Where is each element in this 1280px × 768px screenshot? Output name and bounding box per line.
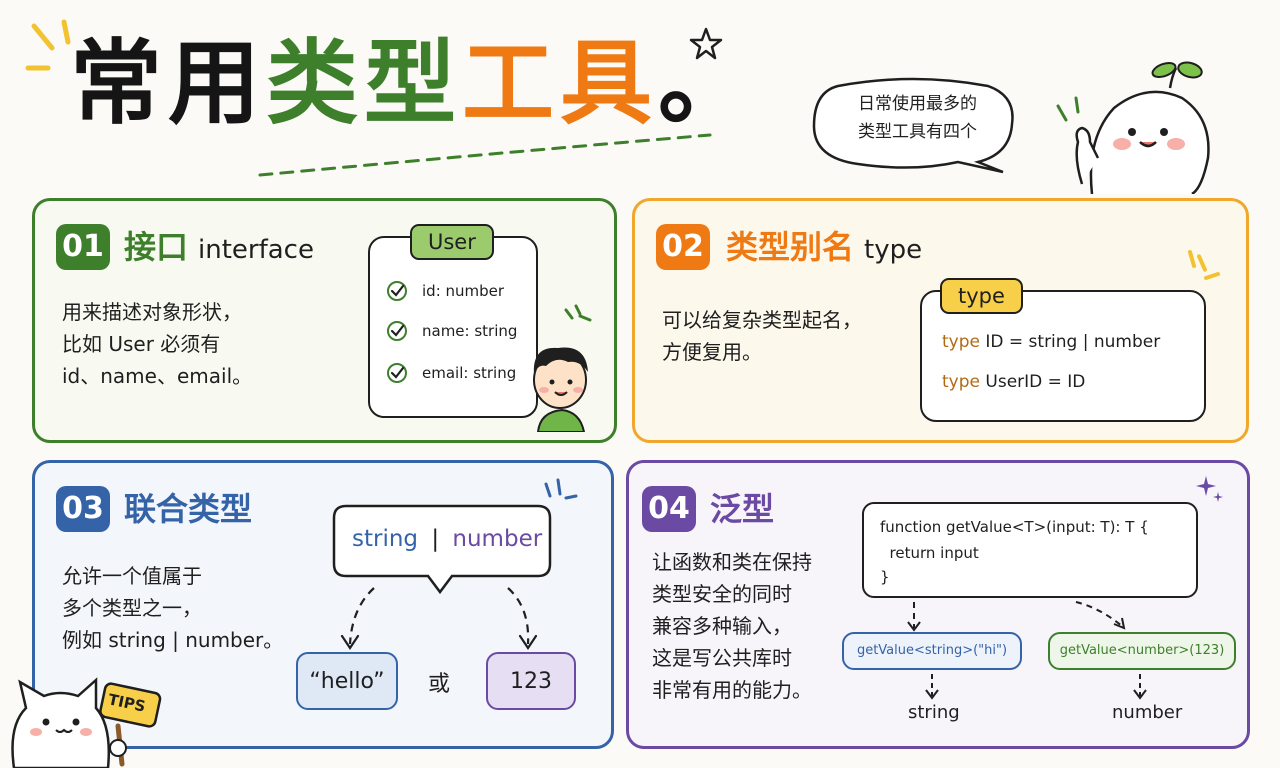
card-title-en: type (864, 235, 923, 265)
generic-arrows-bottom (925, 674, 1147, 700)
union-separator: | (431, 526, 440, 552)
card-title-en: interface (198, 235, 314, 265)
sparkle-lines-icon (1188, 250, 1220, 280)
union-left: string (352, 526, 419, 552)
check-icon (387, 321, 407, 341)
desc-line: 比如 User 必须有 (62, 332, 221, 356)
star-icon (689, 27, 723, 60)
union-text: string | number (352, 526, 542, 552)
code-rest: ID = string | number (979, 332, 1161, 352)
union-bubble (332, 504, 552, 595)
user-shape-box (368, 236, 538, 418)
result-number: number (1112, 702, 1183, 723)
card-number-badge: 03 (56, 486, 110, 532)
generic-code-box (862, 502, 1198, 598)
code-line: type ID = string | number (942, 332, 1160, 352)
or-text: 或 (428, 672, 451, 697)
code-keyword: type (942, 372, 980, 392)
union-arrows (340, 587, 538, 650)
desc-line: 例如 string | number。 (62, 628, 284, 652)
title-part-2: 类型 (266, 30, 463, 137)
example-number: 123 (486, 652, 576, 710)
title-underline (258, 133, 712, 177)
sparkle-icon (1196, 476, 1223, 502)
card-description: 允许一个值属于 多个类型之一， 例如 string | number。 (62, 560, 283, 656)
code-line: function getValue<T>(input: T): T { (880, 518, 1149, 536)
card-number-badge: 01 (56, 224, 110, 270)
speech-bubble-text: 日常使用最多的 类型工具有四个 (830, 90, 1005, 146)
title-part-1: 常用 (70, 30, 267, 137)
card-title: 接口 interface (124, 224, 314, 273)
desc-line: 多个类型之一， (62, 596, 202, 620)
card-title: 联合类型 (124, 490, 253, 528)
code-line: type UserID = ID (942, 372, 1085, 392)
code-keyword: type (942, 332, 980, 352)
desc-line: 可以给复杂类型起名， (662, 308, 862, 332)
code-line: return input (880, 544, 979, 562)
card-title: 类型别名 type (726, 224, 922, 273)
desc-line: 方便复用。 (662, 340, 762, 364)
code-rest: UserID = ID (979, 372, 1086, 392)
title-part-3: 工具 (462, 30, 659, 137)
prop-name: name: string (422, 322, 518, 340)
card-number-badge: 02 (656, 224, 710, 270)
card-number-badge: 04 (642, 486, 696, 532)
call-string: getValue<string>("hi") (842, 632, 1022, 670)
desc-line: 这是写公共库时 (652, 646, 792, 670)
desc-line: 非常有用的能力。 (652, 678, 812, 702)
prop-email: email: string (422, 364, 517, 382)
page-title: 常用类型工具。 (70, 38, 756, 130)
card-title-cn: 接口 (124, 228, 189, 266)
check-icon (387, 363, 407, 383)
bubble-line-2: 类型工具有四个 (858, 122, 977, 142)
card-description: 用来描述对象形状， 比如 User 必须有 id、name、email。 (62, 296, 252, 392)
desc-line: id、name、email。 (62, 364, 253, 388)
generic-arrows-top (907, 601, 1126, 632)
example-string: “hello” (296, 652, 398, 710)
card-title: 泛型 (710, 490, 775, 528)
boy-mascot-icon (533, 304, 592, 432)
sparkle-lines-icon (25, 19, 71, 71)
call-number: getValue<number>(123) (1048, 632, 1236, 670)
result-string: string (908, 702, 960, 723)
desc-line: 允许一个值属于 (62, 564, 202, 588)
desc-line: 类型安全的同时 (652, 582, 792, 606)
card-description: 可以给复杂类型起名， 方便复用。 (662, 304, 862, 368)
desc-line: 兼容多种输入， (652, 614, 792, 638)
sprout-mascot-icon (1056, 61, 1210, 194)
code-line: } (880, 568, 890, 586)
union-right: number (452, 526, 543, 552)
cat-mascot-icon (11, 677, 162, 768)
sparkle-lines-icon (544, 478, 578, 500)
speech-bubble (812, 77, 1014, 174)
card-title-cn: 类型别名 (726, 228, 855, 266)
prop-id: id: number (422, 282, 505, 300)
bubble-line-1: 日常使用最多的 (858, 94, 977, 114)
type-tag: type (940, 278, 1023, 314)
check-icon (387, 281, 407, 301)
desc-line: 用来描述对象形状， (62, 300, 242, 324)
user-tag: User (410, 224, 494, 260)
desc-line: 让函数和类在保持 (652, 550, 812, 574)
card-description: 让函数和类在保持 类型安全的同时 兼容多种输入， 这是写公共库时 非常有用的能力… (652, 546, 812, 706)
